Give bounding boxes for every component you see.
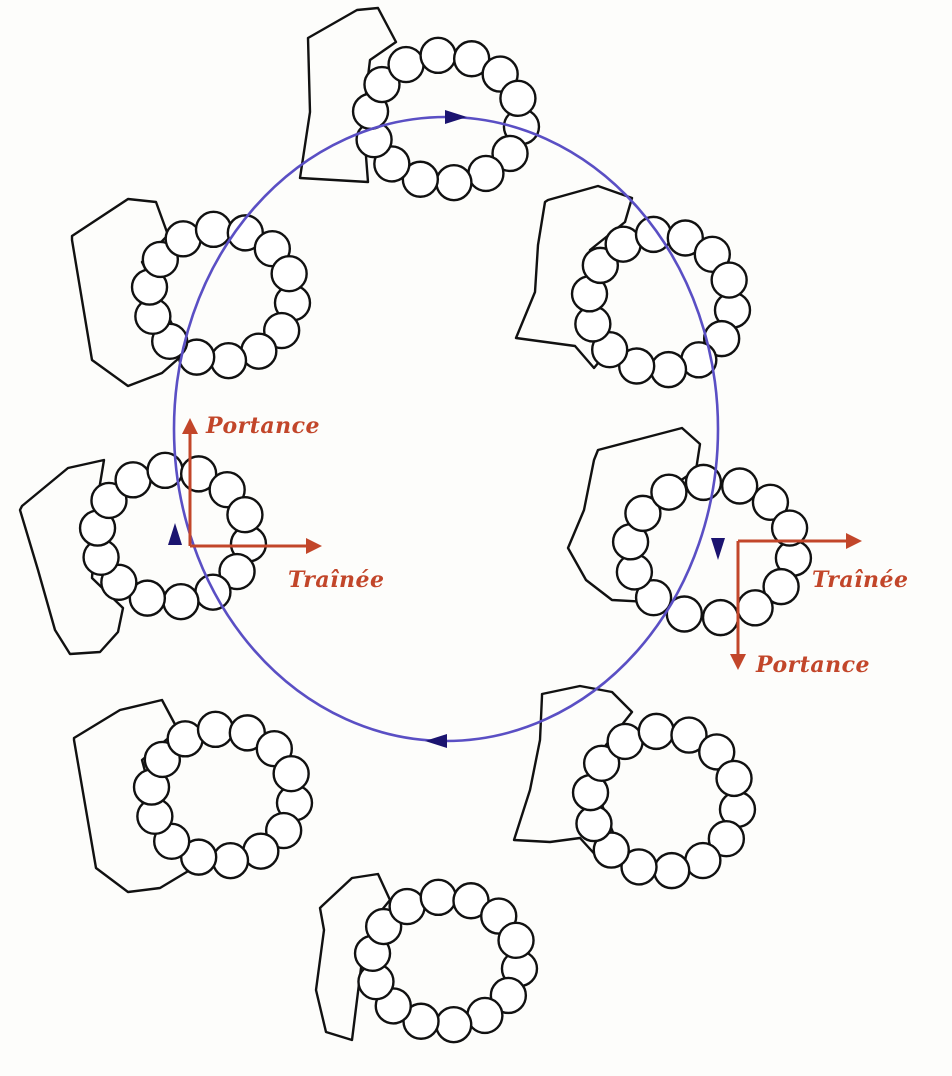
ring-circle (500, 81, 535, 116)
ring-circle (390, 889, 425, 924)
ring-circle (576, 806, 611, 841)
lower-left-rotor-assembly (74, 700, 312, 892)
path-arrowhead-icon-bottom (425, 734, 447, 748)
ring-circle (227, 497, 262, 532)
ring-circle (499, 923, 534, 958)
right-drag-label: Traînée (812, 567, 908, 593)
ring-circle (703, 600, 738, 635)
ring-circle (421, 880, 456, 915)
ring-circle (274, 756, 309, 791)
ring-circle (213, 843, 248, 878)
ring-circle (436, 165, 471, 200)
ring-circle (685, 843, 720, 878)
ring-circle (712, 263, 747, 298)
ring-circle (198, 712, 233, 747)
ring-circle (196, 212, 231, 247)
right-lift-label: Portance (755, 652, 870, 678)
ring-circle (468, 156, 503, 191)
ring-circle (608, 724, 643, 759)
ring-circle (467, 998, 502, 1033)
bottom-rotor-assembly (316, 874, 537, 1042)
upper-left-rotor-assembly (72, 199, 310, 386)
force-vectors (182, 418, 862, 670)
right-rotor-assembly (568, 428, 811, 635)
ring-circle (211, 343, 246, 378)
ring-circle (651, 352, 686, 387)
ring-circle (421, 38, 456, 73)
path-arrowhead-icon-top (445, 110, 467, 124)
path-arrowhead-icon-right (711, 538, 725, 560)
rotor-assemblies (20, 8, 811, 1042)
ring-circle (651, 475, 686, 510)
ring-circle (654, 853, 689, 888)
upper-right-rotor-assembly (516, 186, 750, 387)
left-lift-label: Portance (205, 413, 320, 439)
left-rotor-assembly (20, 453, 266, 654)
ring-circle (116, 462, 151, 497)
top-rotor-assembly (300, 8, 539, 200)
ring-circle (163, 584, 198, 619)
left-drag-label: Traînée (288, 567, 384, 593)
ring-circle (738, 590, 773, 625)
ring-circle (717, 761, 752, 796)
ring-circle (436, 1007, 471, 1042)
ring-circle (389, 47, 424, 82)
ring-circle (639, 714, 674, 749)
ring-circle (722, 468, 757, 503)
path-arrowhead-icon-left (168, 523, 182, 545)
ring-circle (272, 256, 307, 291)
